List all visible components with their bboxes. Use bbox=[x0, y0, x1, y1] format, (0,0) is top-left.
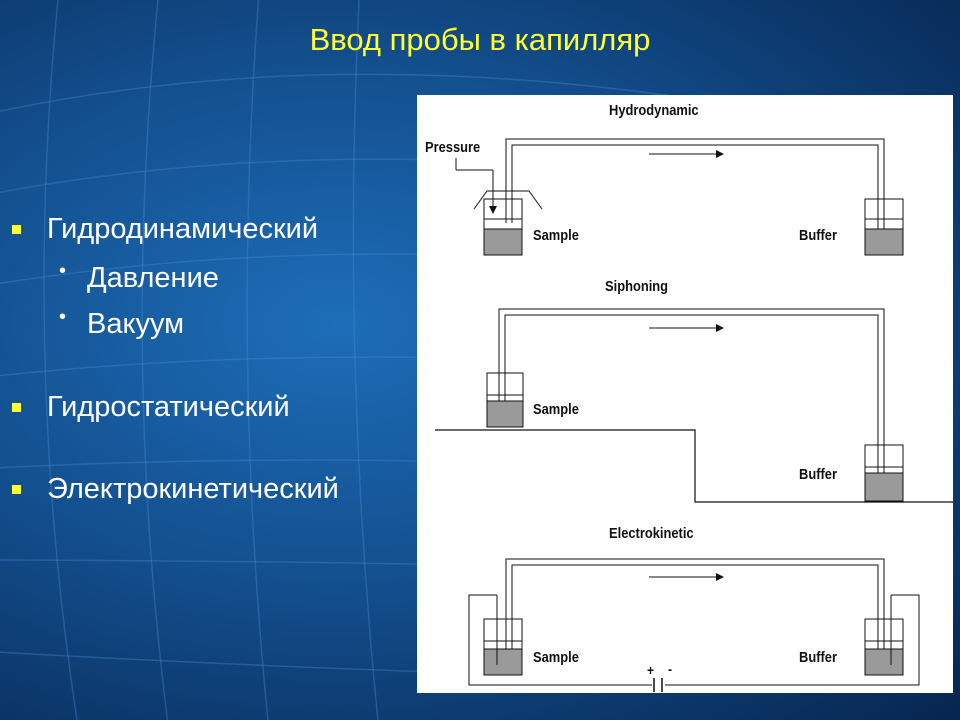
buffer-liquid bbox=[864, 472, 904, 502]
injection-diagram: Hydrodynamic Pressure Sample Buffer Siph… bbox=[417, 95, 953, 693]
height-step bbox=[435, 429, 953, 503]
minus-label: - bbox=[668, 661, 673, 677]
plus-label: + bbox=[647, 662, 655, 678]
sub-bullet-text: Давление bbox=[87, 262, 219, 294]
panel-title: Electrokinetic bbox=[609, 525, 694, 542]
pressure-label: Pressure bbox=[425, 139, 481, 156]
sample-label: Sample bbox=[533, 649, 579, 666]
siphoning-panel bbox=[435, 308, 953, 503]
square-bullet-icon bbox=[12, 225, 21, 234]
sample-liquid bbox=[486, 400, 524, 428]
buffer-liquid bbox=[864, 648, 904, 676]
circuit-wire-right bbox=[665, 594, 920, 686]
buffer-label: Buffer bbox=[799, 649, 837, 666]
circuit-wire-left bbox=[468, 594, 652, 686]
sample-liquid bbox=[483, 228, 523, 256]
square-bullet-icon bbox=[12, 403, 21, 412]
sample-liquid bbox=[483, 648, 523, 676]
electrokinetic-panel bbox=[468, 558, 920, 692]
bullet-text: Гидростатический bbox=[47, 391, 290, 423]
dot-bullet-icon: • bbox=[59, 306, 67, 328]
diagram-drawing bbox=[435, 138, 953, 692]
sample-label: Sample bbox=[533, 227, 579, 244]
panel-title: Siphoning bbox=[605, 278, 669, 295]
dot-bullet-icon: • bbox=[59, 260, 67, 282]
panel-title: Hydrodynamic bbox=[609, 102, 699, 119]
buffer-liquid bbox=[864, 228, 904, 256]
sub-bullet-text: Вакуум bbox=[87, 308, 185, 340]
hydrodynamic-panel bbox=[455, 138, 904, 256]
slide-title: Ввод пробы в капилляр bbox=[309, 22, 651, 57]
buffer-label: Buffer bbox=[799, 227, 837, 244]
bullet-text: Электрокинетический bbox=[47, 473, 339, 505]
bullet-text: Гидродинамический bbox=[47, 213, 319, 245]
buffer-label: Buffer bbox=[799, 466, 837, 483]
sample-label: Sample bbox=[533, 401, 579, 418]
square-bullet-icon bbox=[12, 485, 21, 494]
